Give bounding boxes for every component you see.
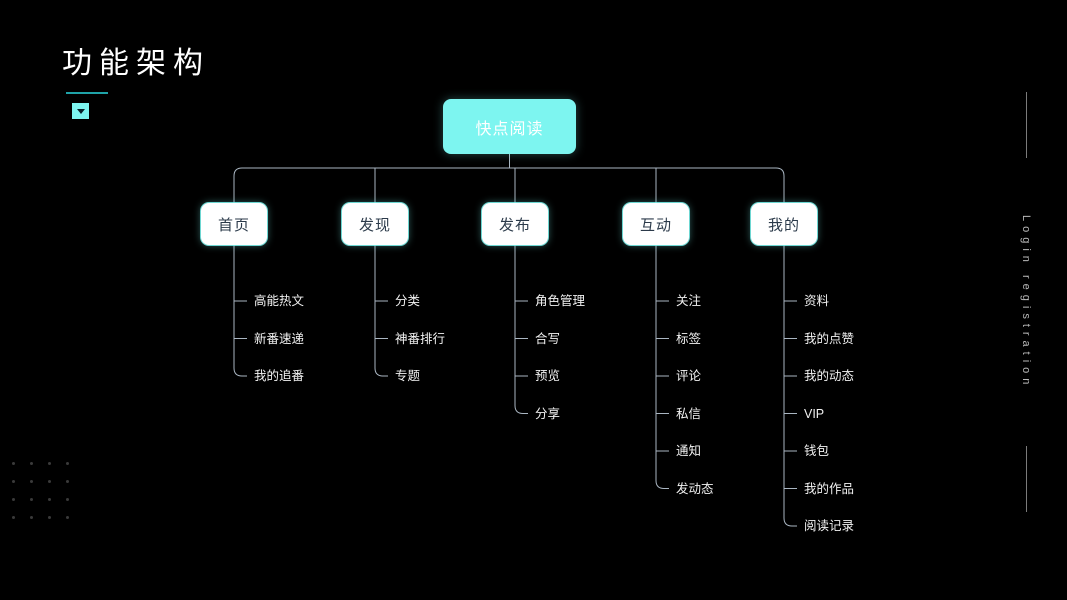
leaf-label[interactable]: 我的追番 [254,369,305,383]
side-rail: Login registration [1013,92,1039,512]
dot [66,480,69,483]
title-underline [66,92,108,94]
leaf-label[interactable]: VIP [804,406,825,421]
dot [66,498,69,501]
branch-node[interactable]: 发布 [482,203,548,245]
caret-down-glyph [76,108,85,114]
dot [48,462,51,465]
dot [30,480,33,483]
leaf-label[interactable]: 分享 [535,406,561,421]
leaf-label[interactable]: 阅读记录 [804,519,855,533]
branch-node[interactable]: 发现 [342,203,408,245]
leaf-label[interactable]: 高能热文 [254,294,305,308]
dot [66,516,69,519]
leaf-label[interactable]: 资料 [804,294,830,308]
connector-line [655,245,669,489]
dot [48,480,51,483]
leaf-label[interactable]: 钱包 [804,444,830,458]
dot [66,462,69,465]
leaf-label[interactable]: 标签 [676,331,702,346]
rail-line-top [1025,92,1027,158]
connector-line [514,245,528,414]
branch-node[interactable]: 互动 [623,203,689,245]
leaf-label[interactable]: 我的点赞 [804,331,855,346]
leaf-label[interactable]: 发动态 [676,481,714,496]
leaf-label[interactable]: 专题 [395,369,421,383]
dot [30,462,33,465]
dot-grid-decoration [12,462,84,534]
leaf-label[interactable]: 关注 [676,294,702,308]
dot [30,498,33,501]
leaf-label[interactable]: 我的作品 [804,481,855,496]
root-node[interactable]: 快点阅读 [443,99,576,154]
leaf-label[interactable]: 通知 [676,444,702,458]
leaf-label[interactable]: 新番速递 [254,331,305,346]
connector-line [233,167,785,203]
leaf-label[interactable]: 评论 [676,369,702,383]
leaf-label[interactable]: 我的动态 [804,369,855,383]
caret-down-icon[interactable] [72,103,89,119]
dot [12,516,15,519]
leaf-label[interactable]: 分类 [395,294,421,308]
branch-node[interactable]: 我的 [751,203,817,245]
leaf-label[interactable]: 神番排行 [395,331,446,346]
leaf-label[interactable]: 角色管理 [535,294,586,308]
title-block: 功能架构 [62,44,210,119]
dot [12,498,15,501]
leaf-label[interactable]: 私信 [676,406,702,421]
rail-line-bottom [1025,446,1027,512]
page-title: 功能架构 [62,47,210,80]
rail-label: Login registration [1020,214,1032,390]
dot [48,498,51,501]
connector-line [374,245,388,377]
connector-line [783,245,797,527]
branch-node[interactable]: 首页 [201,203,267,245]
dot [12,480,15,483]
connector-line [233,245,247,377]
dot [30,516,33,519]
dot [12,462,15,465]
dot [48,516,51,519]
leaf-label[interactable]: 合写 [535,331,561,346]
leaf-label[interactable]: 预览 [535,369,561,383]
